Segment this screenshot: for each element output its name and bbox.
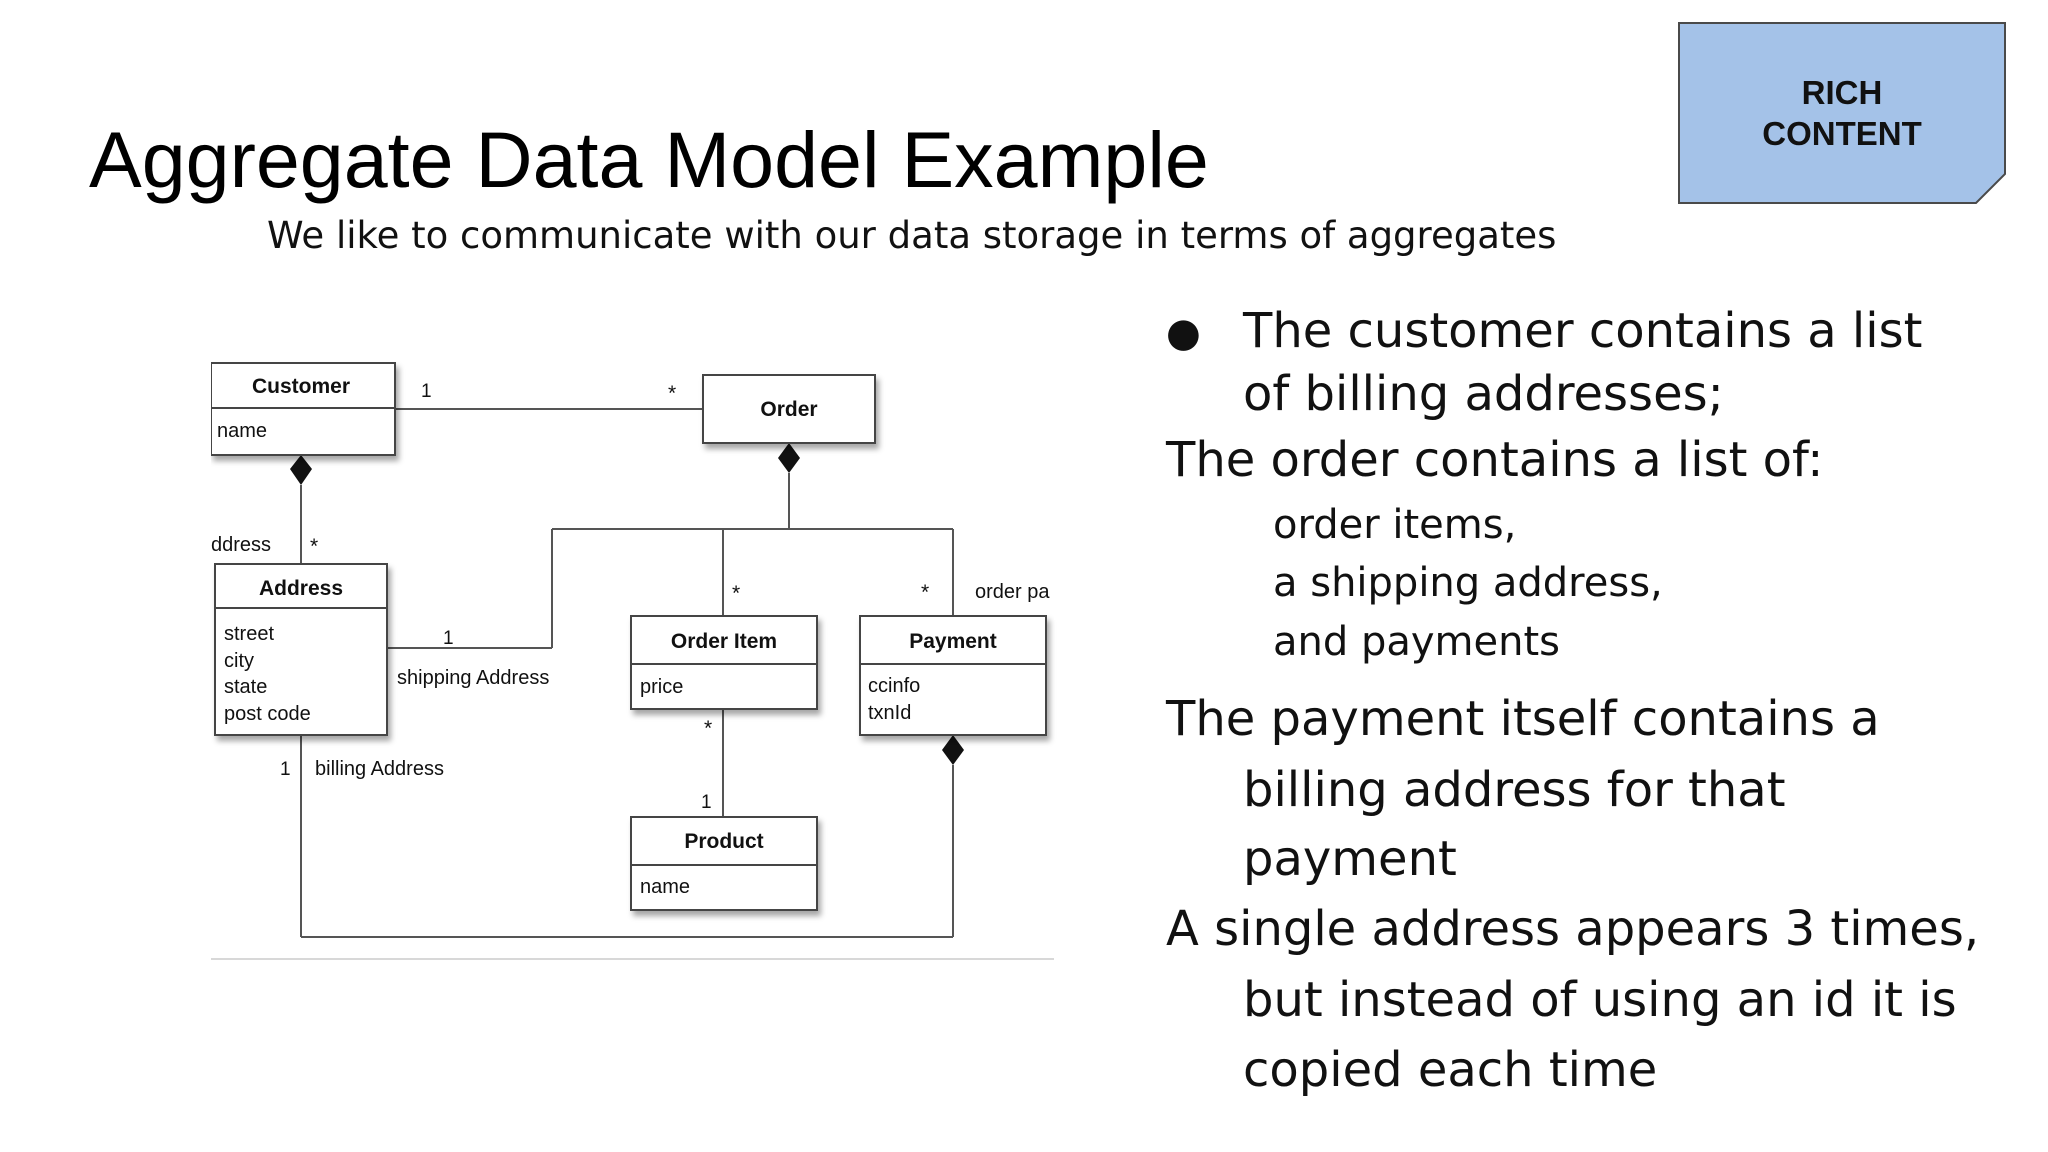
product-class bbox=[630, 816, 818, 911]
address-attr-city: city bbox=[224, 650, 254, 672]
customer-class-name: Customer bbox=[252, 375, 350, 398]
payment-attr-txnid: txnId bbox=[868, 702, 911, 724]
item-product-multiplicity-one: 1 bbox=[701, 792, 712, 813]
diagram-left-crop bbox=[0, 300, 211, 980]
customer-address-role: ddress bbox=[211, 534, 271, 556]
connector-lines bbox=[300, 408, 954, 938]
billing-multiplicity: 1 bbox=[280, 759, 291, 780]
customer-attr-name: name bbox=[217, 420, 267, 442]
address-attr-street: street bbox=[224, 623, 274, 645]
badge-label: RICH CONTENT bbox=[1678, 72, 2006, 154]
customer-order-multiplicity-many: * bbox=[668, 382, 676, 405]
product-class-name: Product bbox=[684, 830, 763, 853]
note-address-line1: A single address appears 3 times, bbox=[1166, 901, 1980, 957]
customer-address-multiplicity: * bbox=[310, 535, 318, 558]
note-order-sub3: and payments bbox=[1273, 619, 1560, 665]
item-product-multiplicity-many: * bbox=[704, 717, 712, 740]
note-payment-line3: payment bbox=[1243, 831, 1457, 887]
order-item-attr-price: price bbox=[640, 676, 683, 698]
address-class bbox=[214, 563, 388, 736]
order-class-name: Order bbox=[760, 398, 817, 421]
rich-content-badge: RICH CONTENT bbox=[1678, 22, 2006, 204]
order-item-multiplicity: * bbox=[732, 582, 740, 605]
order-payment-role: order pa bbox=[975, 581, 1050, 603]
customer-class bbox=[210, 362, 396, 456]
address-attr-post-code: post code bbox=[224, 703, 311, 725]
note-address-line3: copied each time bbox=[1243, 1042, 1658, 1098]
note-order-heading: The order contains a list of: bbox=[1166, 432, 1824, 488]
payment-attr-ccinfo: ccinfo bbox=[868, 675, 920, 697]
customer-diamond bbox=[290, 455, 312, 485]
billing-address-role: billing Address bbox=[315, 758, 444, 780]
shipping-multiplicity: 1 bbox=[443, 628, 454, 649]
payment-class bbox=[859, 615, 1047, 736]
composition-diamonds bbox=[290, 443, 964, 765]
shipping-address-role: shipping Address bbox=[397, 667, 549, 689]
note-order-sub2: a shipping address, bbox=[1273, 560, 1663, 606]
payment-class-name: Payment bbox=[909, 630, 997, 653]
note-customer-line1: The customer contains a list bbox=[1243, 303, 1923, 359]
customer-order-multiplicity-one: 1 bbox=[421, 381, 432, 402]
diagram-right-crop bbox=[1054, 560, 1094, 620]
address-class-name: Address bbox=[259, 577, 343, 600]
note-payment-line1: The payment itself contains a bbox=[1166, 691, 1880, 747]
note-payment-line2: billing address for that bbox=[1243, 762, 1786, 818]
note-order-sub1: order items, bbox=[1273, 502, 1517, 548]
note-customer-line2: of billing addresses; bbox=[1243, 366, 1724, 422]
order-payment-multiplicity: * bbox=[921, 581, 929, 604]
order-class bbox=[702, 374, 876, 444]
badge-label-line2: CONTENT bbox=[1762, 115, 1922, 152]
product-attr-name: name bbox=[640, 876, 690, 898]
address-attr-state: state bbox=[224, 676, 267, 698]
badge-shape bbox=[1678, 22, 2006, 204]
slide-subtitle: We like to communicate with our data sto… bbox=[267, 214, 1557, 257]
note-address-line2: but instead of using an id it is bbox=[1243, 972, 1957, 1028]
slide-title: Aggregate Data Model Example bbox=[89, 115, 1209, 204]
bullet-marker: ● bbox=[1166, 310, 1201, 356]
order-item-class-name: Order Item bbox=[671, 630, 777, 653]
payment-diamond bbox=[942, 735, 964, 765]
badge-label-line1: RICH bbox=[1801, 74, 1883, 111]
order-diamond bbox=[778, 443, 800, 473]
order-item-class bbox=[630, 615, 818, 710]
